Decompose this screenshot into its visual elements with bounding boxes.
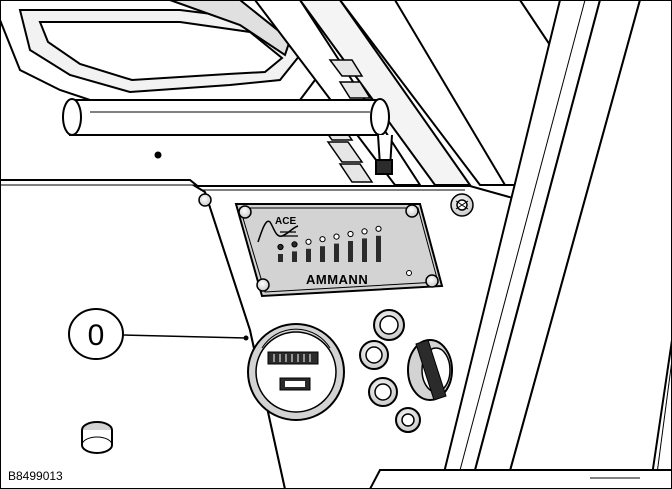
screw-icon [198,193,474,217]
led-bar-segment [320,246,325,262]
logo-text: ACE [275,216,296,227]
led-bar-segment [376,235,381,262]
status-led-icon [406,270,412,276]
callout: 0 [68,308,249,360]
ace-logo-icon [257,220,299,243]
led-indicator-icon [347,230,354,238]
led-indicator-icon [291,241,298,248]
led-bar-segment [362,238,367,262]
led-bar-segment [348,241,353,262]
cap-icon [81,421,113,454]
led-indicator-icon [361,228,368,235]
circle-callout-icon [68,308,124,360]
led-indicator-icon [333,233,340,240]
led-bar-segment [292,251,297,262]
ignition-switch-icon [407,339,453,401]
led-bar-segment [306,248,311,262]
panel-screw-icon [238,204,439,292]
indicator-knob-icon [359,309,421,433]
led-indicator-icon [277,243,284,251]
led-indicator-icon [305,238,312,245]
callout-leader-line [123,334,247,339]
led-display-panel: ACE AMMANN [234,203,444,298]
callout-anchor-dot [243,335,249,341]
hour-meter-icon [247,323,345,421]
led-indicator-icon [319,236,326,243]
led-bar-segment [278,254,283,262]
bottom-strip [368,469,672,489]
figure-code: B8499013 [8,469,63,483]
led-indicator-icon [375,225,382,232]
brand-text: AMMANN [306,272,368,287]
upper-bracket [0,0,332,112]
callout-number: 0 [88,319,105,352]
led-bar-segment [334,243,339,262]
right-bars [438,0,672,489]
led-bar [277,225,382,262]
roller-bar [62,98,393,175]
